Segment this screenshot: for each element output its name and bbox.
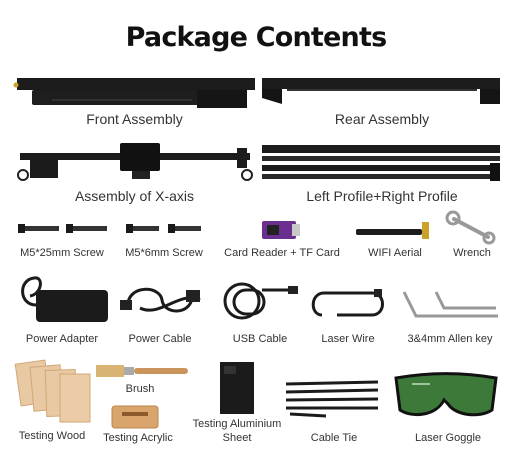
brush-icon [96, 365, 188, 377]
wrench-icon [445, 210, 496, 245]
wrench-label: Wrench [453, 247, 491, 259]
usb-cable-icon [223, 282, 298, 320]
allen-key-icon [402, 291, 498, 318]
aluminium-sheet-label: Testing Aluminium [192, 418, 282, 430]
card-reader-icon [262, 221, 300, 239]
power-adapter-icon [21, 276, 108, 322]
x-axis-assembly-icon [17, 143, 253, 181]
front-assembly-icon [13, 78, 255, 108]
allen-key-label: 3&4mm Allen key [407, 333, 493, 345]
profile-label: Left Profile+Right Profile [306, 188, 458, 204]
short-screw-icon [126, 224, 201, 233]
card-reader-label: Card Reader + TF Card [224, 247, 340, 259]
usb-cable-label: USB Cable [232, 333, 288, 345]
profile-icon [262, 145, 500, 181]
wifi-aerial-icon [356, 222, 429, 239]
brush-label: Brush [125, 383, 155, 395]
power-adapter-label: Power Adapter [25, 333, 99, 345]
laser-wire-label: Laser Wire [321, 333, 375, 345]
power-cable-icon [120, 287, 201, 313]
laser-goggle-label: Laser Goggle [414, 432, 482, 444]
x-axis-assembly-label: Assembly of X-axis [74, 188, 195, 204]
front-assembly-label: Front Assembly [86, 111, 183, 127]
aluminium-sheet-label-line2: Sheet [222, 432, 252, 444]
cable-tie-icon [285, 380, 379, 418]
short-screw-label: M5*6mm Screw [125, 247, 203, 259]
aluminium-sheet-icon [220, 362, 254, 414]
long-screw-icon [18, 224, 107, 233]
rear-assembly-icon [262, 78, 500, 104]
testing-wood-label: Testing Wood [18, 430, 86, 442]
testing-acrylic-icon [111, 405, 159, 429]
power-cable-label: Power Cable [128, 333, 192, 345]
laser-wire-icon [311, 289, 384, 317]
wifi-aerial-label: WIFI Aerial [368, 247, 422, 259]
page-title: Package Contents [125, 22, 388, 53]
laser-goggle-icon [394, 372, 498, 417]
rear-assembly-label: Rear Assembly [334, 111, 430, 127]
testing-acrylic-label: Testing Acrylic [103, 432, 173, 444]
cable-tie-label: Cable Tie [310, 432, 358, 444]
long-screw-label: M5*25mm Screw [20, 247, 104, 259]
testing-wood-icon [14, 359, 91, 423]
